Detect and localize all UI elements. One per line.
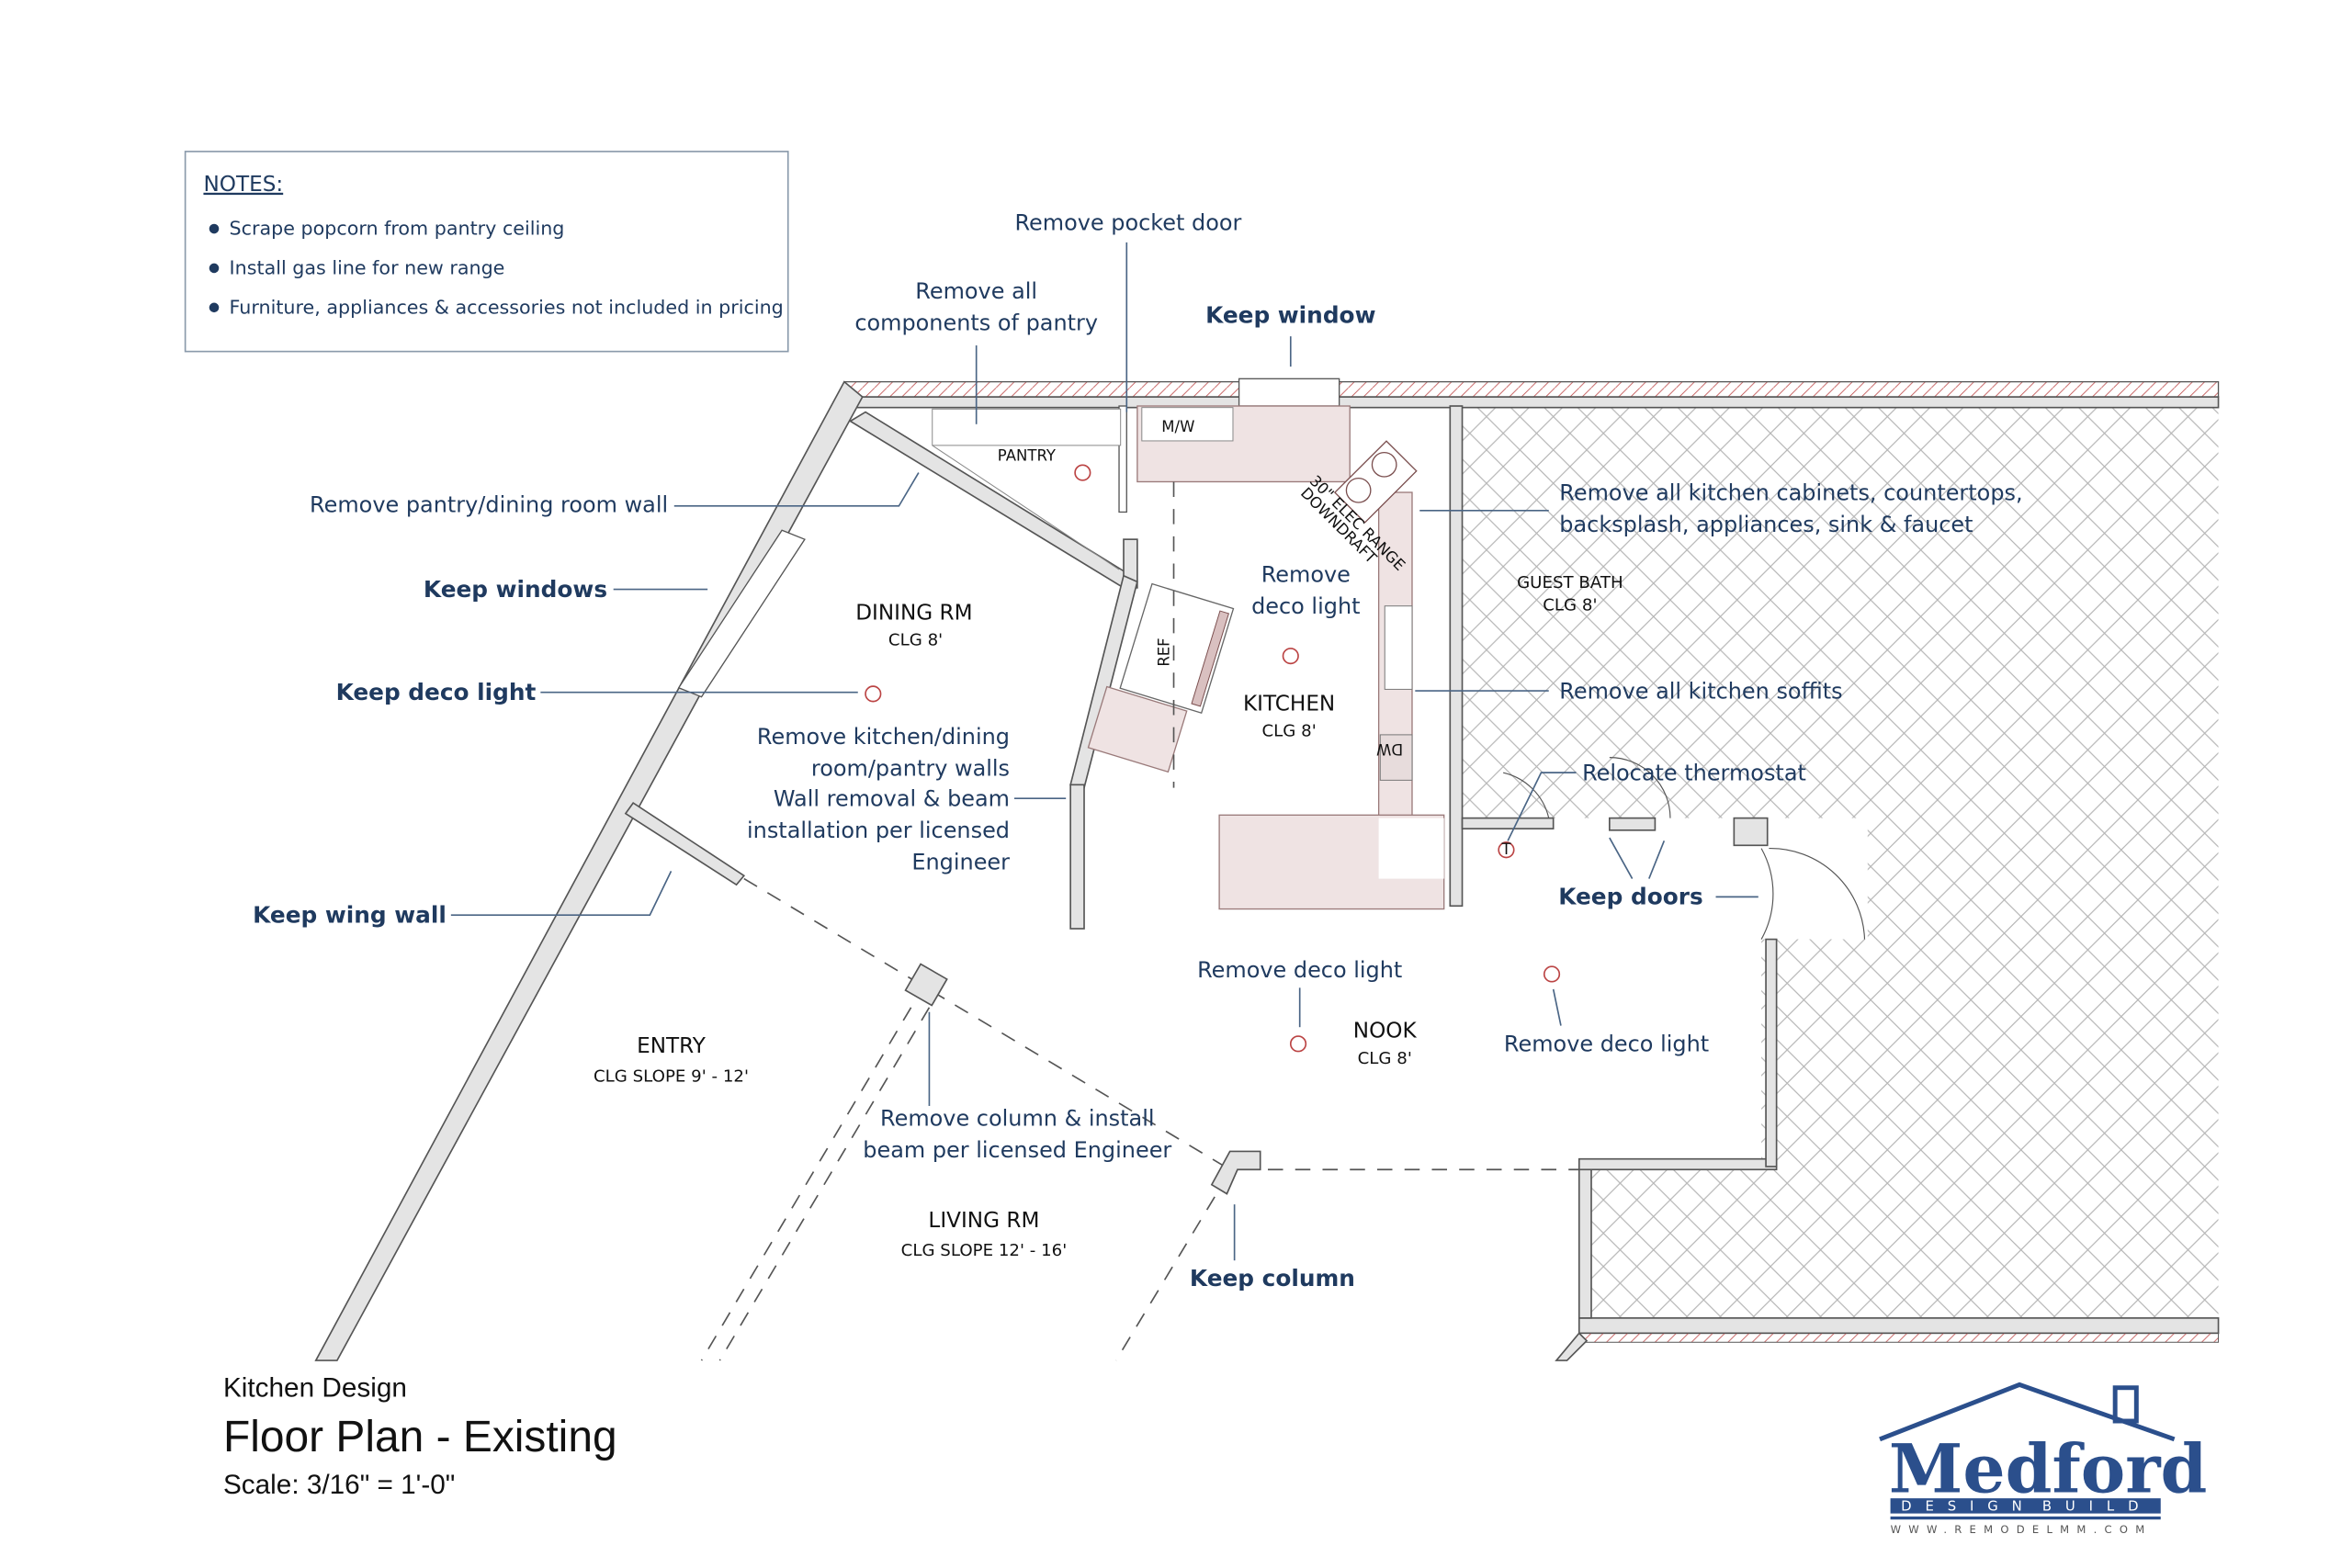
dining-room-name: DINING RM <box>855 602 972 626</box>
annotation-keep-wing-wall: Keep wing wall <box>253 901 447 928</box>
refrigerator <box>1119 582 1235 714</box>
annotation-remove-walls-3: Wall removal & beam <box>774 785 1010 811</box>
nook-ceiling: CLG 8' <box>1358 1049 1412 1068</box>
range <box>1333 440 1418 524</box>
annotation-remove-pocket-door: Remove pocket door <box>1014 210 1241 236</box>
interior-walls <box>624 405 1138 930</box>
annotation-keep-column: Keep column <box>1190 1265 1355 1292</box>
annotation-remove-deco-light-nook: Remove deco light <box>1197 957 1402 983</box>
annotation-remove-column-2: beam per licensed Engineer <box>863 1137 1171 1163</box>
notes-title: NOTES: <box>203 173 283 197</box>
annotation-remove-deco-light-kitchen-2: deco light <box>1251 593 1360 619</box>
annotation-remove-soffits: Remove all kitchen soffits <box>1559 678 1842 704</box>
microwave-label: M/W <box>1161 418 1194 435</box>
kitchen-name: KITCHEN <box>1243 693 1335 716</box>
pocket-door <box>1118 405 1127 513</box>
dining-room-ceiling: CLG 8' <box>888 631 943 650</box>
columns <box>904 963 1261 1195</box>
dishwasher-label: DW <box>1376 740 1403 758</box>
annotation-remove-column-1: Remove column & install <box>880 1105 1155 1131</box>
annotation-remove-pantry-dining-wall: Remove pantry/dining room wall <box>310 491 668 517</box>
nook-light-icon <box>1289 1035 1307 1053</box>
doors <box>1503 757 1866 940</box>
annotation-keep-deco-light: Keep deco light <box>336 679 537 705</box>
annotation-keep-window: Keep window <box>1205 301 1375 328</box>
note-item: Install gas line for new range <box>230 257 505 279</box>
annotation-keep-doors: Keep doors <box>1558 884 1702 910</box>
column-keep <box>1210 1150 1261 1195</box>
annotation-remove-cabinets-2: backsplash, appliances, sink & faucet <box>1559 512 1973 537</box>
annotation-remove-walls-2: room/pantry walls <box>811 755 1010 781</box>
notes-box: NOTES: Scrape popcorn from pantry ceilin… <box>184 151 789 353</box>
note-item: Furniture, appliances & accessories not … <box>230 296 784 318</box>
annotation-remove-walls-1: Remove kitchen/dining <box>757 724 1010 750</box>
dishwasher <box>1379 734 1413 781</box>
right-light-icon <box>1543 965 1561 983</box>
annotation-remove-cabinets-1: Remove all kitchen cabinets, countertops… <box>1559 479 2022 505</box>
logo-tagline-design: DESIGN <box>1901 1497 2036 1514</box>
dining-light-icon <box>865 685 882 703</box>
nook-name: NOOK <box>1353 1020 1418 1043</box>
chimney-icon <box>2112 1385 2139 1424</box>
sink <box>1384 605 1413 690</box>
thermostat-label: T <box>1500 840 1511 858</box>
company-logo: Medford DESIGN BUILD WWW.REMODELMM.COM <box>1879 1382 2207 1536</box>
logo-name: Medford <box>1889 1431 2207 1509</box>
title-block: Kitchen Design Floor Plan - Existing Sca… <box>223 1373 617 1501</box>
kitchen-ceiling: CLG 8' <box>1262 722 1317 741</box>
entry-name: ENTRY <box>637 1034 707 1058</box>
light-fixtures: T <box>865 464 1561 1053</box>
annotation-remove-pantry-2: components of pantry <box>854 310 1098 336</box>
living-room-ceiling: CLG SLOPE 12' - 16' <box>901 1241 1068 1260</box>
window-top <box>1238 378 1340 407</box>
wing-wall <box>624 801 746 886</box>
annotation-relocate-thermostat: Relocate thermostat <box>1582 760 1806 785</box>
logo-tagline-build: BUILD <box>2042 1497 2153 1514</box>
scale-label: Scale: 3/16" = 1'-0" <box>223 1470 455 1500</box>
annotation-keep-windows: Keep windows <box>424 576 607 603</box>
bullet-icon <box>209 263 220 274</box>
bullet-icon <box>209 302 220 313</box>
room-labels: DINING RM CLG 8' KITCHEN CLG 8' GUEST BA… <box>594 573 1623 1260</box>
pantry-light-icon <box>1074 464 1091 481</box>
guest-bath-name: GUEST BATH <box>1517 573 1623 592</box>
ceiling-lines <box>700 481 1579 1361</box>
sheet-title: Floor Plan - Existing <box>223 1413 617 1461</box>
bullet-icon <box>209 223 220 234</box>
annotation-remove-deco-light-kitchen-1: Remove <box>1261 561 1351 587</box>
thermostat-icon <box>1498 841 1515 859</box>
crosshatch-area <box>1462 406 2219 1318</box>
pantry-label: PANTRY <box>998 446 1057 464</box>
window-diagonal <box>677 529 806 698</box>
living-room-name: LIVING RM <box>928 1209 1039 1233</box>
annotation-remove-pantry-1: Remove all <box>915 278 1037 304</box>
column-remove <box>904 963 948 1007</box>
logo-url: WWW.REMODELMM.COM <box>1891 1523 2153 1536</box>
guest-bath-ceiling: CLG 8' <box>1543 596 1597 615</box>
kitchen-cabinets: M/W DW 30" ELEC RANGE DOWNDRAFT REF <box>1087 405 1445 910</box>
annotation-remove-deco-light-right: Remove deco light <box>1504 1032 1709 1057</box>
annotation-remove-walls-5: Engineer <box>911 850 1010 875</box>
microwave <box>1141 407 1234 442</box>
pantry: PANTRY <box>932 408 1122 570</box>
entry-ceiling: CLG SLOPE 9' - 12' <box>594 1067 749 1087</box>
refrigerator-label: REF <box>1156 637 1173 666</box>
kitchen-light-icon <box>1282 648 1299 665</box>
annotation-remove-walls-4: installation per licensed <box>747 818 1010 843</box>
annotations: Remove pocket door Remove all components… <box>253 210 2022 1292</box>
windows <box>677 378 1340 698</box>
project-title: Kitchen Design <box>223 1373 407 1404</box>
note-item: Scrape popcorn from pantry ceiling <box>230 218 565 240</box>
